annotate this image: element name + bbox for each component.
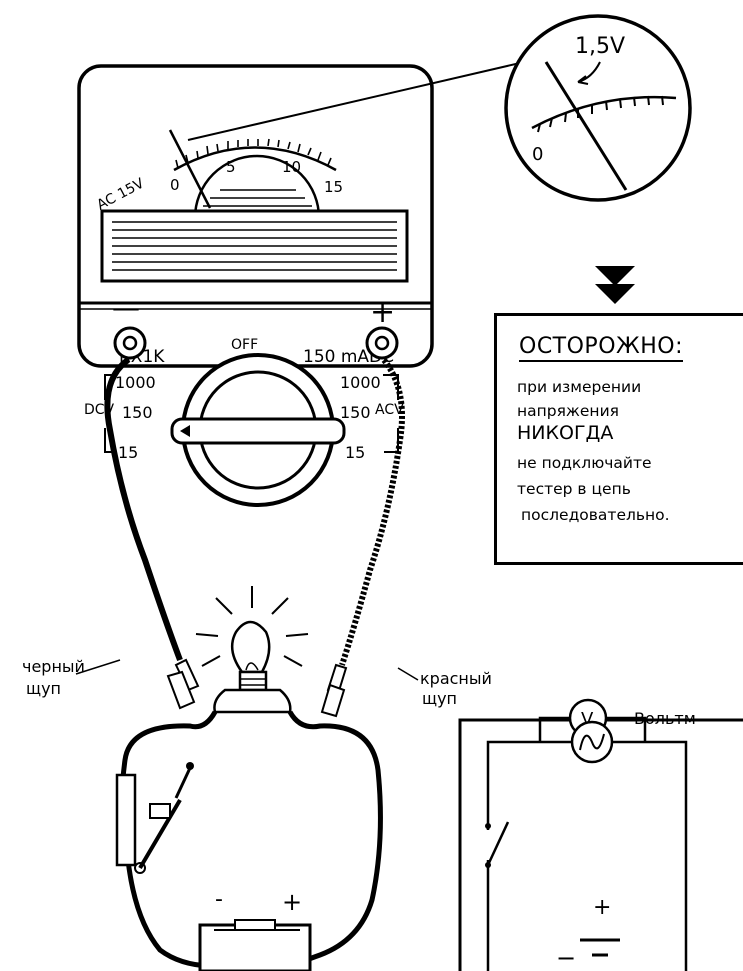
warning-line-1: при измерении [517,378,641,396]
black-probe-label-1: черный [22,657,85,676]
scale-tick-10: 10 [282,158,301,176]
knife-switch[interactable] [117,762,194,873]
warning-title: ОСТОРОЖНО: [519,334,683,362]
dcv-range-15: 15 [118,443,138,462]
warning-line-5: тестер в цепь [517,480,631,498]
meter-window [102,211,407,281]
dcv-range-150: 150 [122,403,153,422]
red-probe-label-1: красный [420,669,492,688]
zoom-circle: 0 1,5V [506,16,690,200]
black-probe-label-2: щуп [26,679,61,698]
down-arrow-icon [595,266,635,304]
zoom-zero: 0 [532,144,543,165]
zoom-reading: 1,5V [575,34,625,59]
plus-terminal-sign: + [370,295,395,330]
range-selector-knob[interactable] [172,355,344,505]
acv-label: ACV [375,402,404,418]
schematic-voltmeter-label: Вольтм [634,709,696,728]
minus-terminal-sign: — [112,291,140,324]
red-probe-label-2: щуп [422,689,457,708]
acv-range-15: 15 [345,443,365,462]
red-probe-pointer [398,668,418,680]
warning-line-6: последовательно. [521,506,670,524]
scale-tick-15: 15 [324,178,343,196]
scale-tick-5: 5 [226,158,236,176]
acv-range-1000: 1000 [340,373,381,392]
multimeter: 0 5 10 15 AC 15V OFF RX1K 150 mADC 1000 … [79,63,520,505]
warning-line-2: напряжения [517,402,619,420]
circuit-schematic: V Вольтм + − [460,700,743,971]
battery-minus: - [215,887,223,912]
schematic-plus: + [593,895,611,920]
minus-terminal[interactable] [115,328,145,358]
dcv-range-1000: 1000 [115,373,156,392]
battery-plus: + [282,888,302,916]
warning-line-3: НИКОГДА [517,422,613,444]
battery: - + [200,887,310,971]
dial-off-label: OFF [231,337,258,353]
schematic-minus: − [556,944,576,971]
bulb-socket [214,690,290,712]
light-bulb [196,586,308,690]
warning-box: ОСТОРОЖНО: при измерении напряжения НИКО… [494,313,743,565]
warning-line-4: не подключайте [517,454,652,472]
acv-range-150: 150 [340,403,371,422]
scale-tick-0: 0 [170,176,180,194]
plus-terminal[interactable] [367,328,397,358]
